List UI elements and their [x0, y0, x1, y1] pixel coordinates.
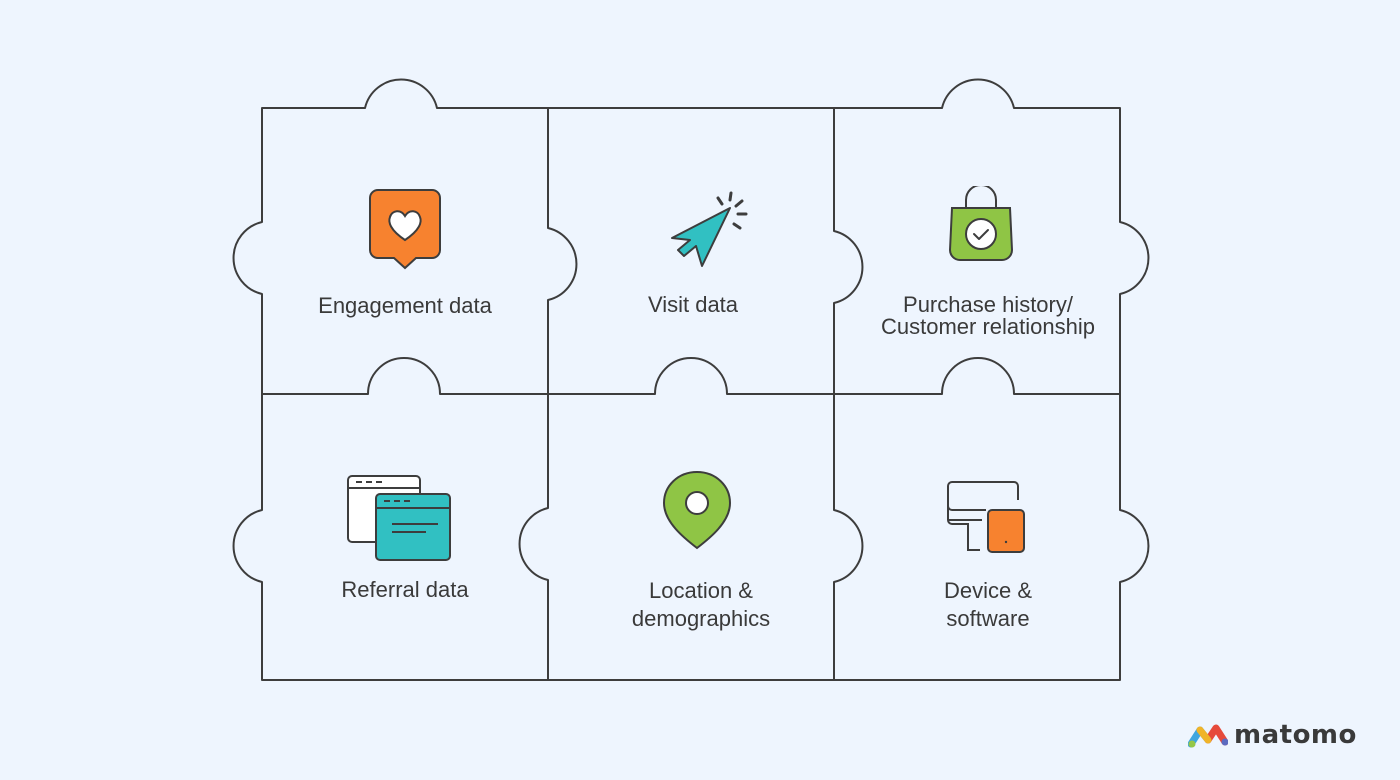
map-pin-icon — [662, 470, 732, 550]
heart-chat-icon — [369, 189, 441, 270]
purchase-label-line-2: Customer relationship — [881, 314, 1095, 339]
puzzle-seam-right — [833, 108, 864, 680]
engagement-label: Engagement data — [318, 293, 492, 318]
purchase-label-line-1: Purchase history/ — [903, 292, 1073, 317]
location-label: Location & demographics — [561, 577, 841, 633]
puzzle-middle-seam — [262, 357, 1120, 395]
devices-icon — [947, 481, 1025, 553]
location-label-line-1: Location & — [649, 578, 753, 603]
purchase-label: Purchase history/ Customer relationship — [848, 294, 1128, 338]
referral-label: Referral data — [341, 577, 469, 602]
location-label-line-2: demographics — [631, 606, 771, 631]
device-label-line-1: Device & — [943, 578, 1033, 603]
matomo-logo: matomo — [1188, 720, 1357, 750]
device-label-line-2: software — [946, 606, 1030, 631]
brand-name: matomo — [1234, 720, 1357, 750]
puzzle-seam-left — [518, 108, 578, 680]
device-label: Device & software — [848, 577, 1128, 633]
browser-windows-icon — [347, 475, 451, 561]
visit-label: Visit data — [647, 292, 739, 317]
shopping-bag-check-icon — [948, 186, 1014, 261]
cursor-click-icon — [671, 191, 748, 267]
matomo-logo-icon — [1188, 724, 1228, 748]
